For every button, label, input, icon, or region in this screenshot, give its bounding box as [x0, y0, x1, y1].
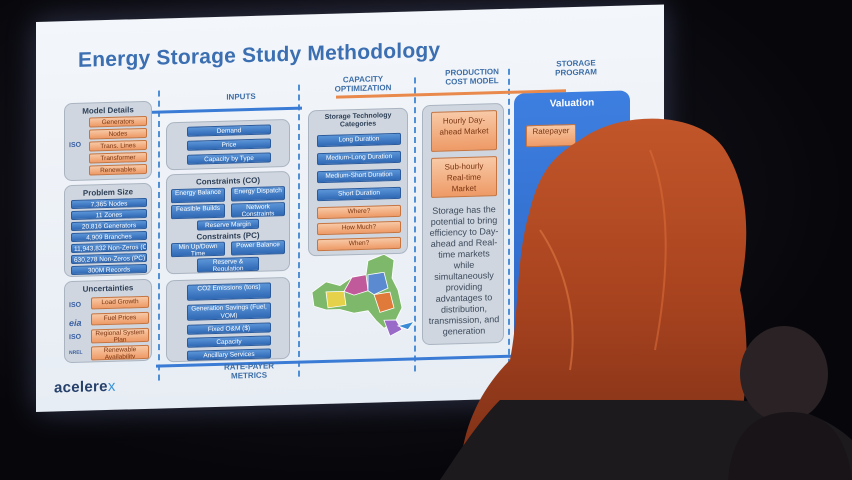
output-capacity: Capacity — [187, 335, 271, 348]
model-details-title: Model Details — [82, 105, 134, 116]
constraint-feasible-builds: Feasible Builds — [171, 203, 225, 220]
header-production-cost-model: PRODUCTION COST MODEL — [445, 67, 499, 87]
problem-item: 4,909 Branches — [71, 230, 147, 243]
header-inputs: INPUTS — [226, 91, 256, 102]
problem-size-panel: Problem Size 7,365 Nodes 11 Zones 20,816… — [64, 182, 152, 278]
valuation-title: Valuation — [549, 97, 595, 110]
problem-size-title: Problem Size — [82, 187, 134, 198]
tech-long: Long Duration — [317, 132, 401, 148]
storage-tech-title: Storage Technology Categories — [324, 112, 392, 129]
problem-item: 11 Zones — [71, 208, 147, 221]
model-item-trans-lines: Trans. Lines — [89, 139, 147, 152]
problem-item: 7,365 Nodes — [71, 197, 147, 210]
input-price: Price — [187, 138, 271, 151]
uncertainties-title: Uncertainties — [82, 283, 134, 294]
iso-logo: ISO — [69, 333, 82, 342]
output-fixed-om: Fixed O&M ($) — [187, 322, 271, 335]
new-york-zone-map — [311, 253, 415, 337]
projected-slide: Energy Storage Study Methodology INPUTS … — [36, 4, 664, 412]
model-item-renewables: Renewables — [89, 163, 147, 176]
question-where: Where? — [317, 204, 401, 220]
model-details-panel: Model Details ISO Generators Nodes Trans… — [64, 100, 152, 182]
problem-item: 630,278 Non-Zeros (PC) — [71, 252, 147, 265]
output-co2: CO2 Emissions (tons) — [187, 282, 271, 301]
acelerex-logo: acelerex — [54, 378, 116, 397]
input-capacity-by-type: Capacity by Type — [187, 152, 271, 165]
outputs-panel: CO2 Emissions (tons) Generation Savings … — [166, 276, 290, 363]
iso-logo: ISO — [69, 301, 82, 310]
eia-logo: eia — [69, 317, 82, 329]
inputs-panel: Demand Price Capacity by Type — [166, 118, 290, 171]
constraint-energy-dispatch: Energy Dispatch — [231, 186, 285, 202]
brand-text: acelere — [54, 377, 108, 397]
constraint-power-balance: Power Balance — [231, 240, 285, 256]
input-demand: Demand — [187, 124, 271, 137]
tech-medium-short: Medium-Short Duration — [317, 168, 401, 184]
question-when: When? — [317, 236, 401, 252]
problem-item: 300M Records — [71, 263, 147, 276]
tech-medium-long: Medium-Long Duration — [317, 150, 401, 166]
uncertainties-panel: Uncertainties ISO eia ISO NREL Load Grow… — [64, 278, 152, 364]
model-item-generators: Generators — [89, 115, 147, 128]
constraint-network: Network Constraints — [231, 202, 285, 218]
uncertainty-load-growth: Load Growth — [91, 295, 149, 310]
tech-short: Short Duration — [317, 186, 401, 202]
brand-accent: x — [107, 377, 116, 395]
audience-member-right — [728, 326, 852, 480]
nrel-logo: NREL — [69, 349, 83, 357]
storage-tech-panel: Storage Technology Categories Long Durat… — [308, 107, 408, 257]
iso-logo: ISO — [69, 141, 82, 150]
divider-2 — [298, 84, 300, 377]
question-how-much: How Much? — [317, 220, 401, 236]
header-capacity-optimization: CAPACITY OPTIMIZATION — [334, 74, 392, 94]
uncertainty-renewable: Renewable Availability — [91, 344, 149, 361]
uncertainty-fuel-prices: Fuel Prices — [91, 311, 149, 326]
constraint-energy-balance: Energy Balance — [171, 187, 225, 204]
output-ancillary: Ancillary Services — [187, 348, 271, 361]
model-item-nodes: Nodes — [89, 127, 147, 140]
ratepayer-metrics: RATE-PAYER METRICS — [224, 361, 275, 381]
constraint-min-up-down: Min Up/Down Time — [171, 241, 225, 258]
problem-item: 20,816 Generators — [71, 219, 147, 232]
constraints-panel: Constraints (CO) Energy Balance Energy D… — [166, 170, 290, 275]
constraint-reserve-regulation: Reserve & Regulation — [197, 256, 259, 273]
uncertainty-regional-plan: Regional System Plan — [91, 327, 149, 344]
header-storage-program: STORAGE PROGRAM — [555, 58, 597, 78]
constraint-reserve-margin: Reserve Margin — [197, 218, 259, 231]
output-generation-savings: Generation Savings (Fuel, VOM) — [187, 302, 271, 321]
divider-1 — [158, 90, 160, 381]
problem-item: 11,943,832 Non-Zeros (CO) — [71, 241, 147, 254]
slide-title: Energy Storage Study Methodology — [78, 38, 441, 72]
model-item-transformer: Transformer — [89, 151, 147, 164]
